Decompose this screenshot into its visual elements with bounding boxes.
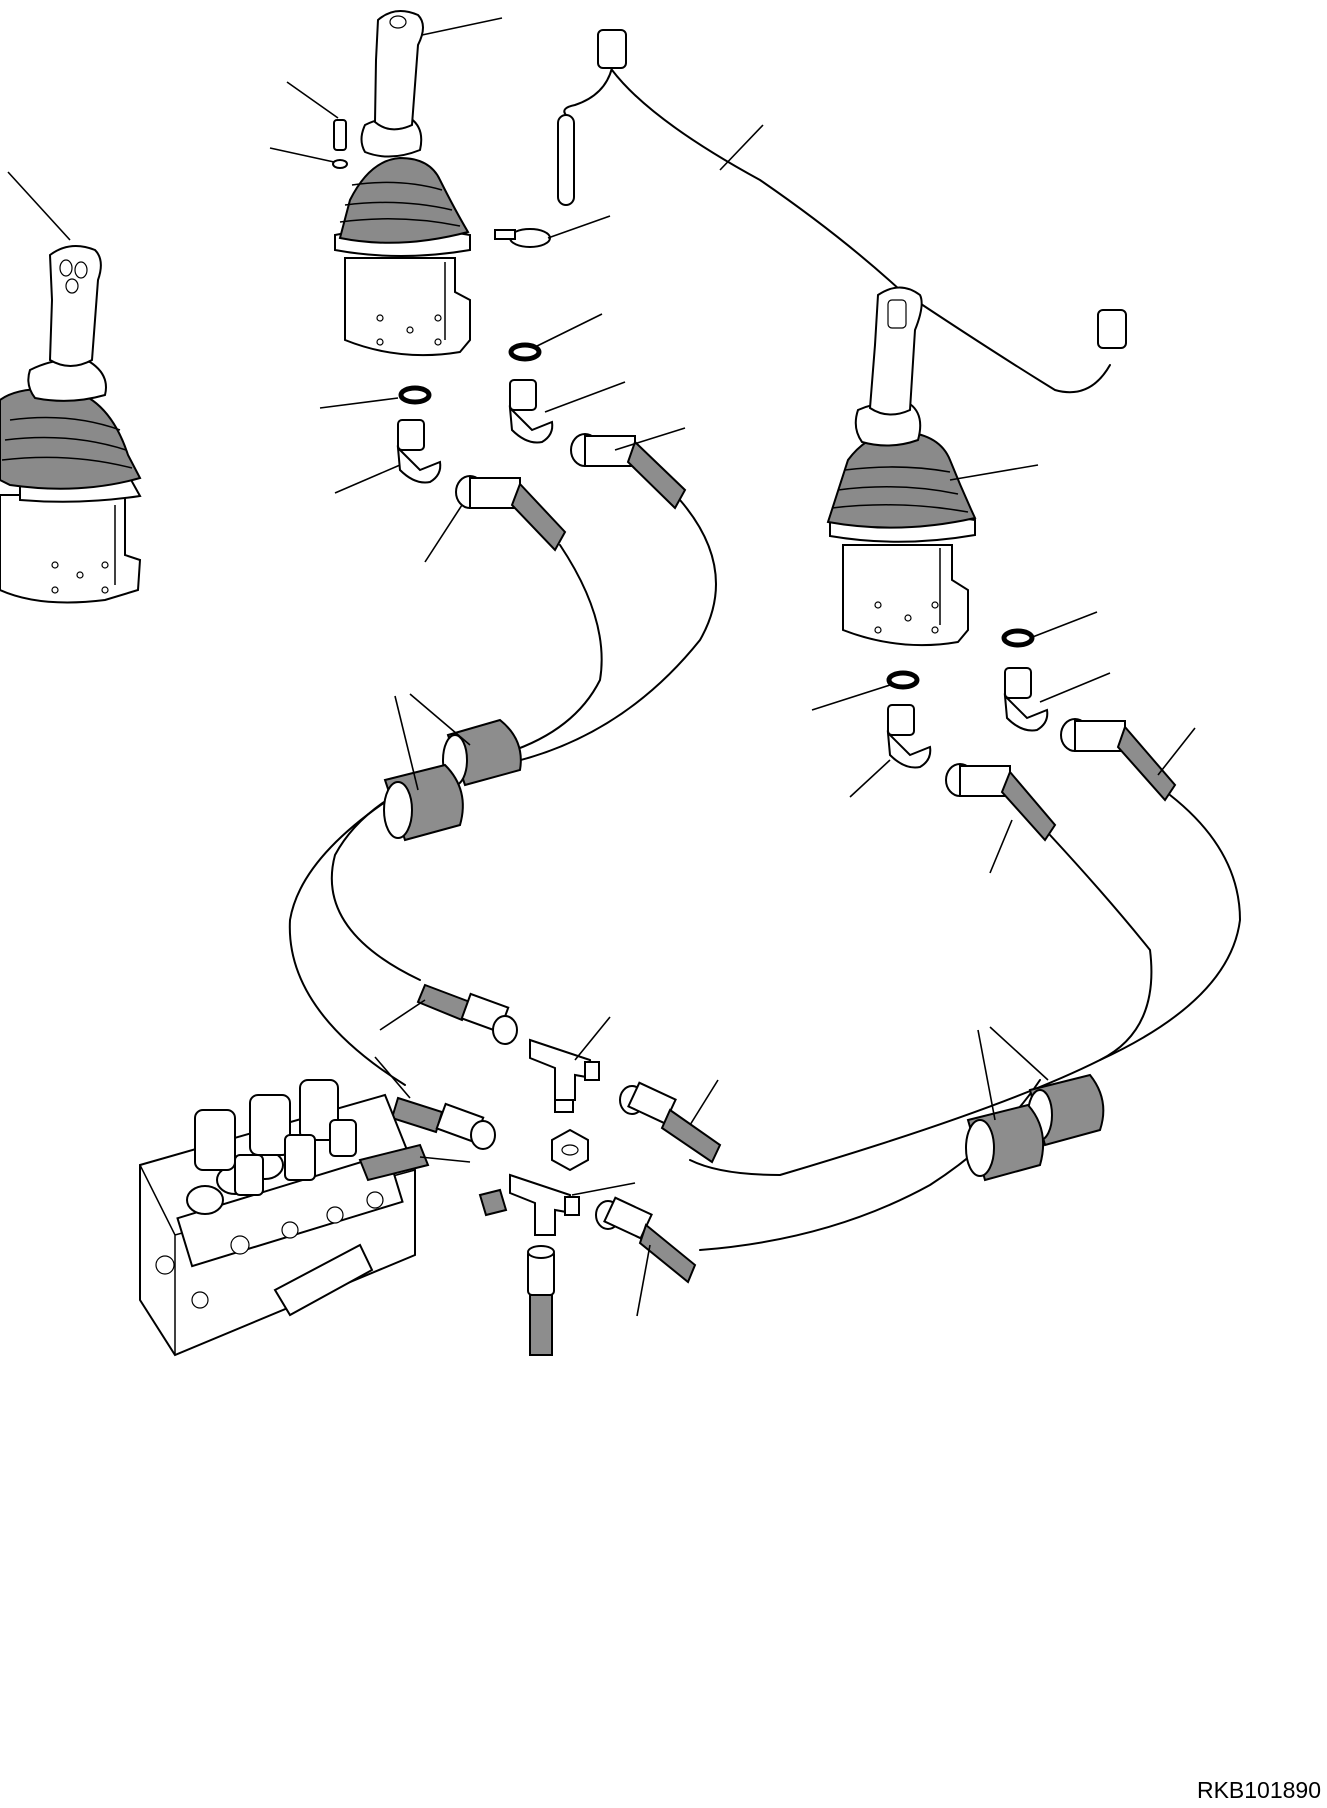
hose-end-fitting	[595, 1196, 697, 1284]
control-valve-block	[139, 1079, 508, 1357]
hose-end-fitting	[1060, 718, 1177, 802]
hose-end-fitting	[527, 1245, 555, 1356]
tee-fitting	[509, 1173, 580, 1236]
center-joystick-lever	[334, 10, 471, 357]
elbow-fitting	[1003, 667, 1049, 732]
elbow-fitting	[886, 704, 932, 769]
hose-end-fitting	[570, 433, 687, 510]
hex-nut	[551, 1128, 589, 1172]
protector-sleeve	[965, 1103, 1045, 1182]
drawing-code: RKB101890	[1196, 1777, 1321, 1803]
wiring-clamp	[494, 228, 551, 248]
left-joystick-lever	[0, 245, 142, 604]
hose-line	[288, 499, 1241, 1251]
hose-end-fitting	[455, 475, 567, 552]
o-ring	[398, 385, 432, 405]
protector-sleeve	[383, 763, 464, 842]
o-ring	[1001, 628, 1035, 648]
hose-end-fitting	[390, 1096, 496, 1150]
hose-end-fitting	[945, 763, 1057, 842]
o-ring	[886, 670, 920, 690]
hose-end-fitting	[619, 1081, 722, 1164]
wiring-harness	[557, 29, 1127, 394]
hose-end-fitting	[416, 983, 518, 1045]
elbow-fitting	[396, 419, 442, 484]
elbow-fitting	[508, 379, 554, 444]
right-joystick-lever	[826, 286, 977, 647]
leader-lines	[7, 17, 1196, 1317]
tee-fitting	[529, 1038, 600, 1113]
mounting-bolt	[332, 119, 348, 169]
o-ring	[508, 342, 542, 362]
protector-sleeve	[442, 718, 522, 787]
